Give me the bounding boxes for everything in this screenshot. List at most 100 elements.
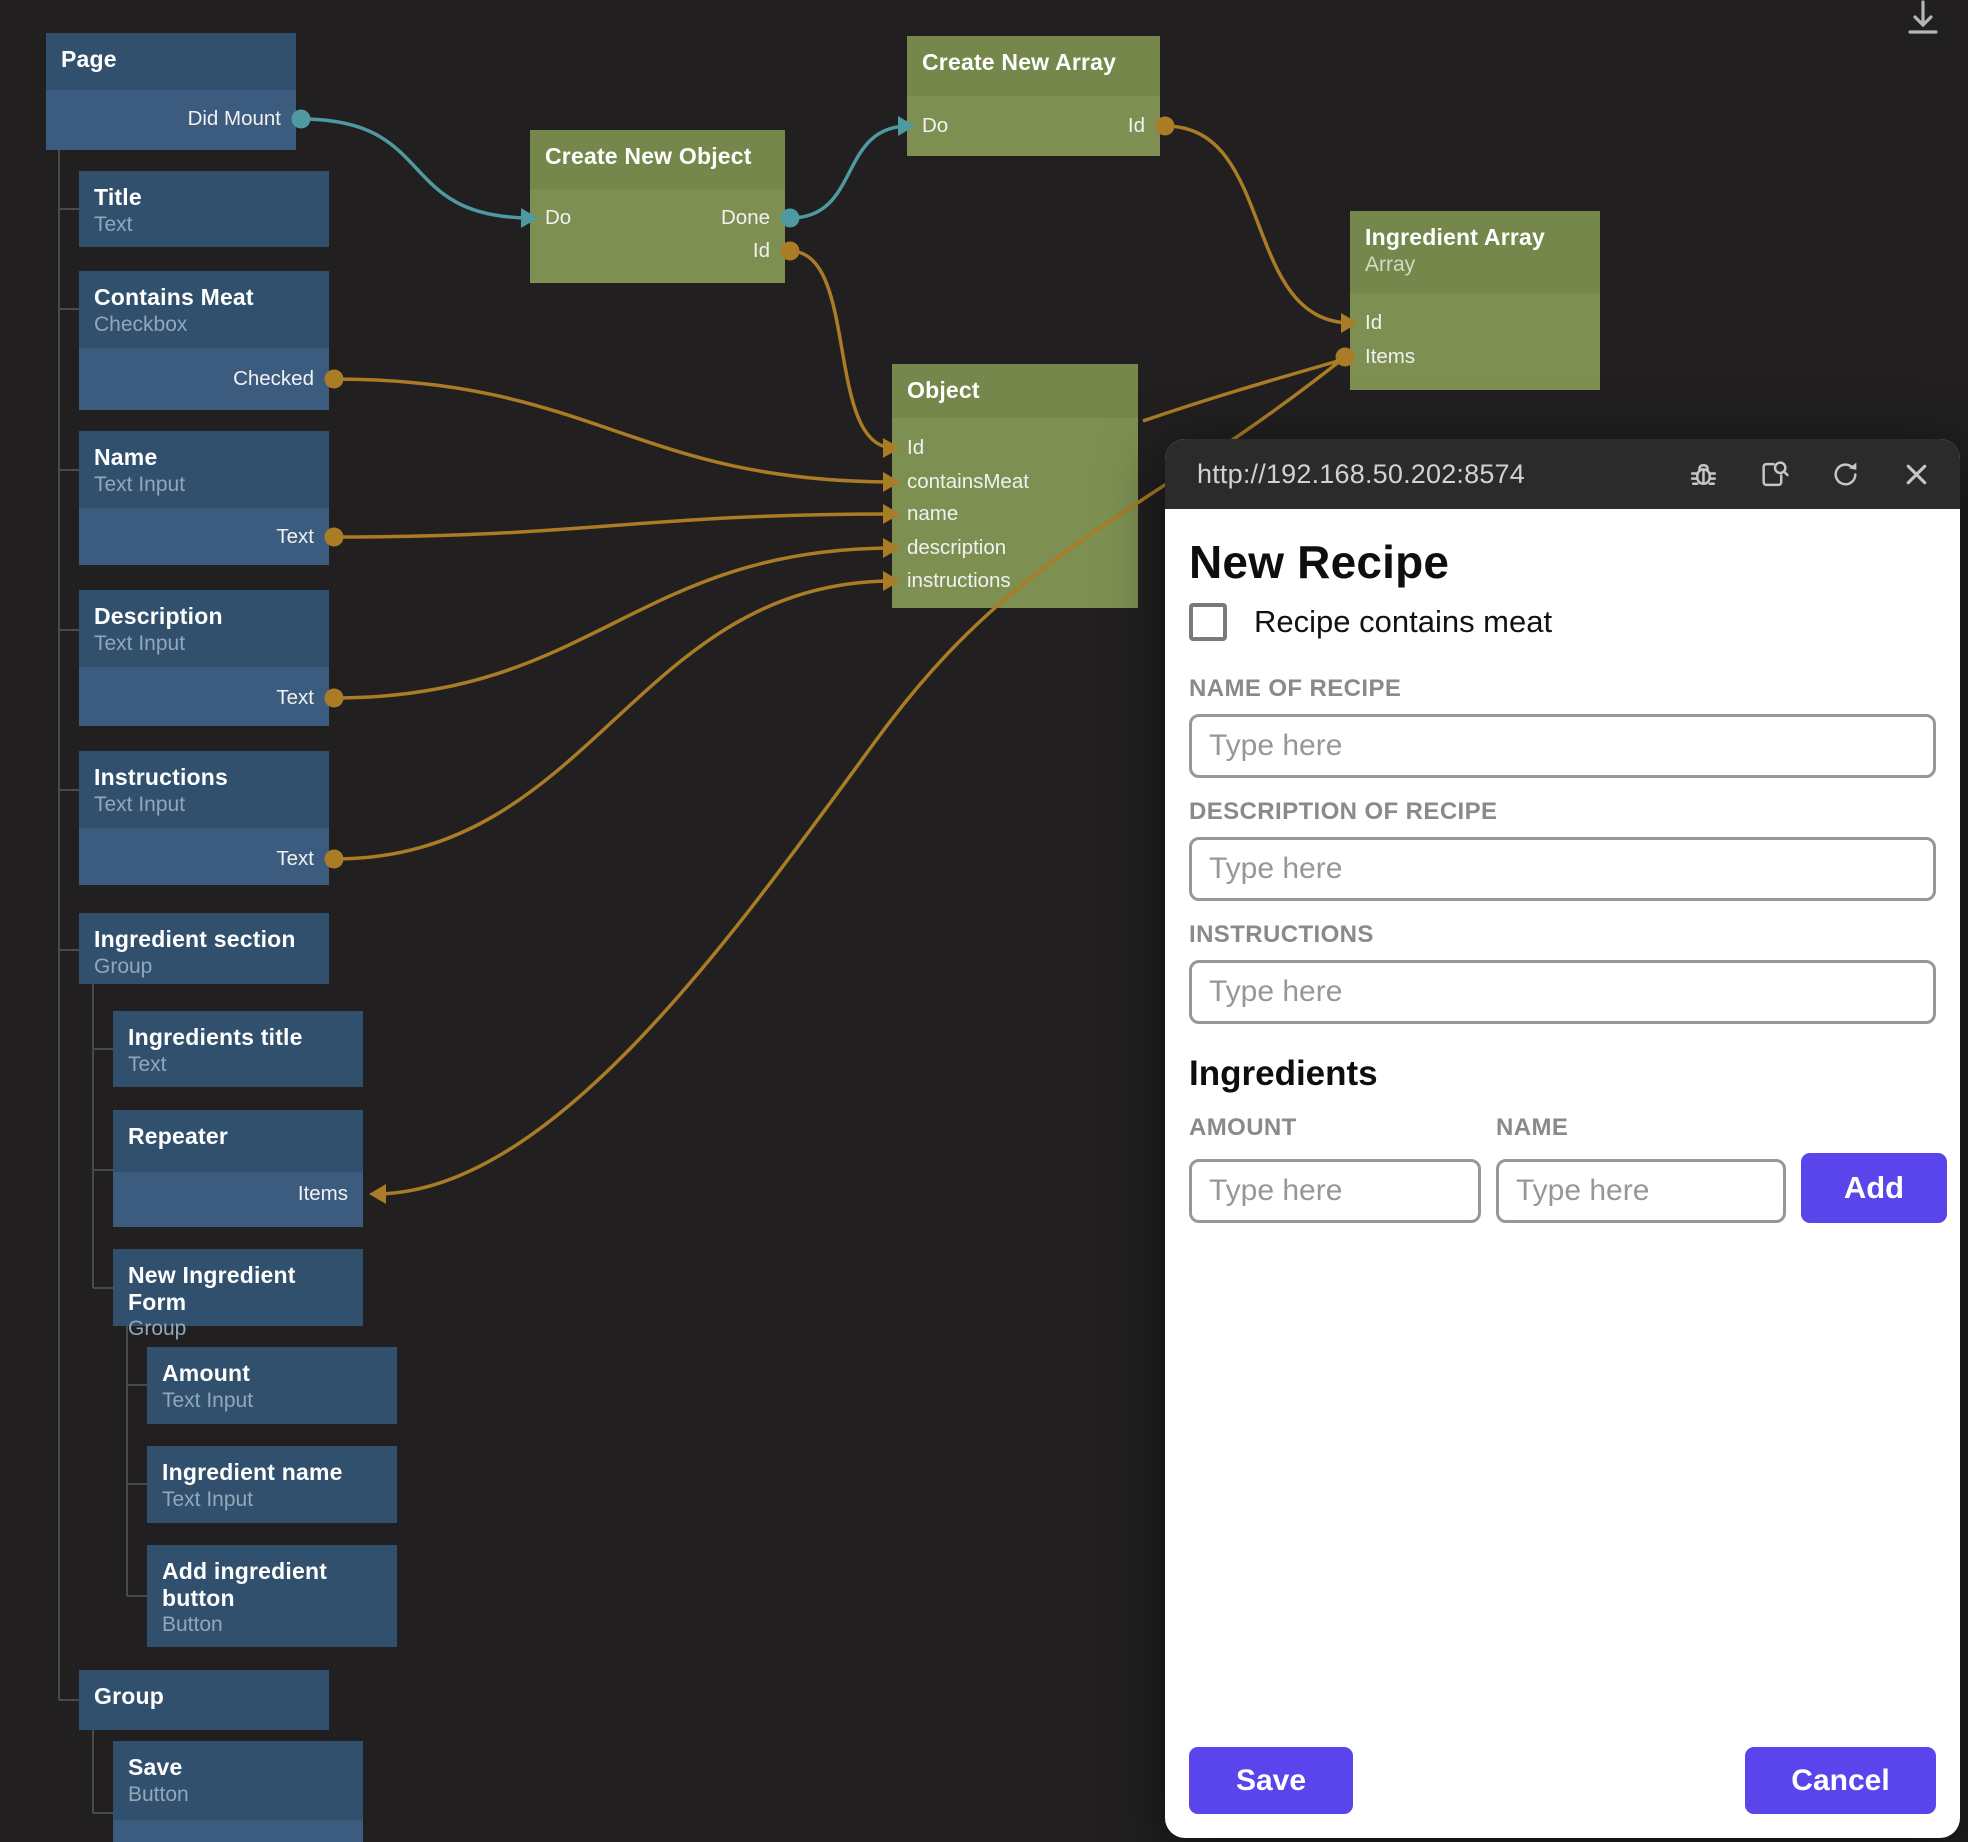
- instructions-input[interactable]: [1189, 960, 1936, 1024]
- port-name[interactable]: name: [907, 502, 959, 525]
- node-body: [46, 90, 296, 150]
- browser-preview-panel: http://192.168.50.202:8574: [1165, 439, 1960, 1838]
- node-subtitle: Text Input: [162, 1388, 254, 1412]
- node-subtitle: Text Input: [94, 792, 186, 816]
- node-body: [907, 96, 1160, 156]
- port-description[interactable]: description: [907, 536, 1007, 559]
- connection-wire: [333, 579, 895, 861]
- node-body: [530, 189, 785, 283]
- node-subtitle: Text Input: [162, 1487, 254, 1511]
- name-of-recipe-input[interactable]: [1189, 714, 1936, 778]
- node-body: [113, 1820, 363, 1842]
- description-of-recipe-input[interactable]: [1189, 837, 1936, 901]
- meat-checkbox-label: Recipe contains meat: [1254, 604, 1553, 639]
- port-id[interactable]: Id: [907, 436, 925, 459]
- node-subtitle: Button: [162, 1613, 223, 1637]
- port-id[interactable]: Id: [752, 239, 770, 262]
- port-text[interactable]: Text: [276, 686, 314, 709]
- node-subtitle: Text Input: [94, 472, 186, 496]
- name-of-recipe-label: NAME OF RECIPE: [1189, 675, 1402, 702]
- connection-wire: [333, 546, 895, 700]
- node-header: Create New Array: [907, 36, 1160, 96]
- node-subtitle: Group: [94, 954, 153, 978]
- node-title: Object: [907, 377, 980, 403]
- node-group[interactable]: Group: [79, 1670, 329, 1730]
- connection-wire: [333, 512, 895, 539]
- port-do[interactable]: Do: [922, 114, 949, 137]
- node-subtitle: Text Input: [94, 631, 186, 655]
- node-title: Create New Object: [545, 143, 752, 169]
- node-body: [79, 348, 329, 410]
- connection-wire: [1164, 124, 1353, 325]
- node-body: [79, 508, 329, 565]
- download-icon[interactable]: [1898, 0, 1944, 55]
- port-text[interactable]: Text: [276, 847, 314, 870]
- node-title: Ingredients title: [128, 1024, 303, 1050]
- inspect-icon[interactable]: [1759, 459, 1790, 490]
- port-did-mount[interactable]: Did Mount: [187, 107, 281, 130]
- node-header: Create New Object: [530, 130, 785, 189]
- node-title: Description: [94, 603, 223, 629]
- save-button[interactable]: Save: [1189, 1747, 1353, 1814]
- preview-url[interactable]: http://192.168.50.202:8574: [1197, 458, 1525, 489]
- form-actions: Save Cancel: [1189, 1747, 1936, 1814]
- node-title: Create New Array: [922, 49, 1117, 75]
- port-do[interactable]: Do: [545, 206, 572, 229]
- node-body: [79, 828, 329, 885]
- instructions-label: INSTRUCTIONS: [1189, 921, 1374, 948]
- node-header: Repeater: [113, 1110, 363, 1172]
- node-title: Title: [94, 184, 142, 210]
- meat-checkbox-row: Recipe contains meat: [1189, 603, 1936, 641]
- node-title: Contains Meat: [94, 284, 254, 310]
- close-icon[interactable]: [1901, 459, 1932, 490]
- port-id[interactable]: Id: [1127, 114, 1145, 137]
- cancel-button[interactable]: Cancel: [1745, 1747, 1936, 1814]
- node-title: Ingredient section: [94, 926, 296, 952]
- port-checked[interactable]: Checked: [233, 367, 314, 390]
- port-items[interactable]: Items: [297, 1182, 348, 1205]
- add-button[interactable]: Add: [1801, 1153, 1947, 1223]
- bug-icon[interactable]: [1688, 459, 1719, 490]
- amount-input[interactable]: [1189, 1159, 1481, 1223]
- port-id[interactable]: Id: [1365, 311, 1383, 334]
- port-done[interactable]: Done: [720, 206, 770, 229]
- refresh-icon[interactable]: [1830, 459, 1861, 490]
- node-title: Group: [94, 1683, 164, 1709]
- meat-checkbox[interactable]: [1189, 603, 1227, 641]
- node-title: Page: [61, 46, 117, 72]
- ingredients-heading: Ingredients: [1189, 1054, 1378, 1093]
- node-title: Instructions: [94, 764, 229, 790]
- port-containsmeat[interactable]: containsMeat: [907, 470, 1029, 493]
- port-instructions[interactable]: instructions: [907, 569, 1011, 592]
- node-header: Object: [892, 364, 1138, 418]
- ingredient-name-input[interactable]: [1496, 1159, 1786, 1223]
- port-text[interactable]: Text: [276, 525, 314, 548]
- port-items[interactable]: Items: [1365, 345, 1416, 368]
- node-subtitle: Text: [94, 212, 133, 236]
